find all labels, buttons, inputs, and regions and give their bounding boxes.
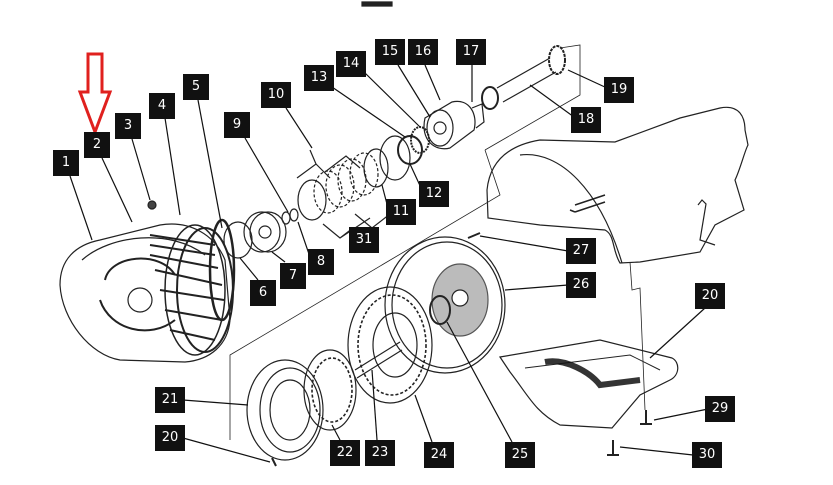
callout-label-1: 1 xyxy=(53,150,79,176)
turbine-part-24 xyxy=(347,286,433,404)
bolt-part-29 xyxy=(640,410,652,425)
washers-part-8 xyxy=(281,208,299,225)
callout-label-15: 15 xyxy=(375,39,405,65)
callout-label-22: 22 xyxy=(330,440,360,466)
highlight-arrow-icon xyxy=(77,52,113,137)
callout-label-19: 19 xyxy=(604,77,634,103)
output-shaft-part-18 xyxy=(496,57,557,103)
leader-lines xyxy=(69,64,709,463)
impeller-part-21 xyxy=(246,359,324,461)
callout-label-31: 31 xyxy=(349,227,379,253)
alignment-guide-lower xyxy=(229,149,501,440)
callout-label-18: 18 xyxy=(571,107,601,133)
callout-label-11: 11 xyxy=(386,199,416,225)
callout-label-8: 8 xyxy=(308,249,334,275)
bearing-part-17 xyxy=(481,86,499,110)
converter-housing-part-1 xyxy=(59,223,234,363)
pump-parts-6-7 xyxy=(223,211,287,259)
callout-label-17: 17 xyxy=(456,39,486,65)
callout-label-26: 26 xyxy=(566,272,596,298)
callout-label-2: 2 xyxy=(84,132,110,158)
transmission-case xyxy=(486,106,749,264)
callout-label-10: 10 xyxy=(261,82,291,108)
bolt-part-30 xyxy=(607,440,619,456)
callout-label-27: 27 xyxy=(566,238,596,264)
callout-label-6: 6 xyxy=(250,280,276,306)
alignment-guide-pan xyxy=(629,261,646,411)
bolt-part-27 xyxy=(467,232,481,239)
callout-label-29: 29 xyxy=(705,396,735,422)
hub-part-25 xyxy=(429,295,451,325)
callout-label-5: 5 xyxy=(183,74,209,100)
callout-label-14: 14 xyxy=(336,51,366,77)
callout-label-20-bolt: 20 xyxy=(155,425,185,451)
callout-label-16: 16 xyxy=(408,39,438,65)
clutch-pack-part-10 xyxy=(296,148,391,239)
gear-part-13 xyxy=(410,126,430,154)
bolt-part-20-left xyxy=(271,457,277,467)
callout-label-30: 30 xyxy=(692,442,722,468)
callout-label-23: 23 xyxy=(365,440,395,466)
callout-label-7: 7 xyxy=(280,263,306,289)
oil-pan xyxy=(498,339,679,429)
callout-label-24: 24 xyxy=(424,442,454,468)
callout-label-25: 25 xyxy=(505,442,535,468)
callout-label-13: 13 xyxy=(304,65,334,91)
callout-label-4: 4 xyxy=(149,93,175,119)
bolt-part-3 xyxy=(147,200,157,210)
callout-label-21: 21 xyxy=(155,387,185,413)
callout-label-12: 12 xyxy=(419,181,449,207)
planetary-part-16 xyxy=(423,100,485,150)
bearing-part-19 xyxy=(548,45,566,75)
top-fragment xyxy=(361,1,393,7)
callout-label-3: 3 xyxy=(115,113,141,139)
seal-ring-part-4 xyxy=(208,218,236,322)
stator-part-22 xyxy=(303,349,357,431)
alignment-guide-upper xyxy=(484,44,581,151)
shaft-part-23 xyxy=(354,341,403,379)
converter-cover-part-26 xyxy=(384,236,506,374)
callout-label-9: 9 xyxy=(224,112,250,138)
callout-label-20-pan: 20 xyxy=(695,283,725,309)
